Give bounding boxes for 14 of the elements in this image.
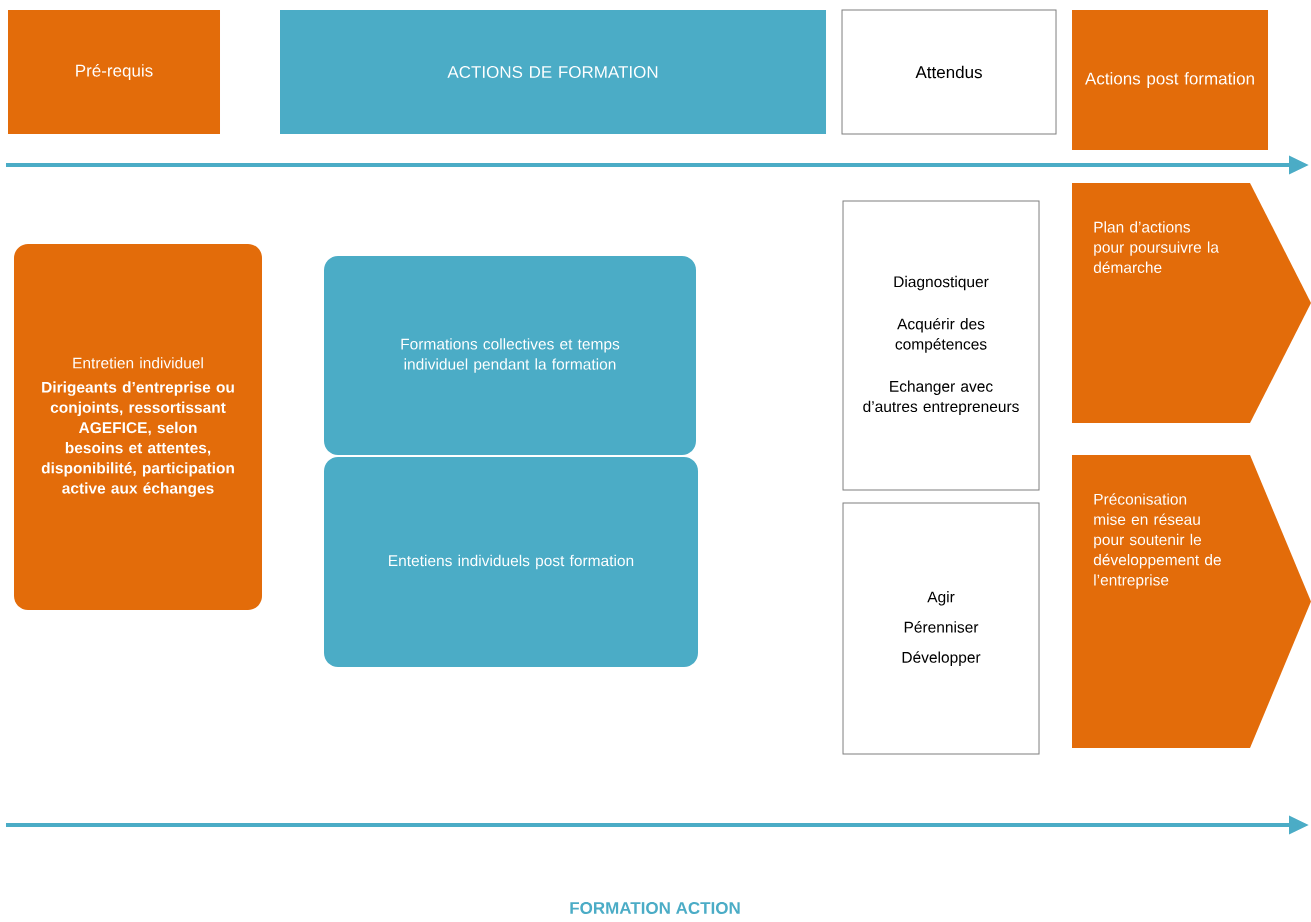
- node-label: Formations collectives et temps individuel pendant la formation: [401, 338, 620, 373]
- header-box: Attendus: [841, 9, 1057, 135]
- header-box: Pré-requis: [8, 10, 220, 134]
- header-box: ACTIONS DE FORMATION: [280, 10, 826, 134]
- chevron-box: Préconisation mise en réseau pour soutenir le développement de l’entreprise: [1072, 455, 1311, 748]
- chevron-box: Plan d’actions pour poursuivre la démarche: [1072, 183, 1311, 423]
- process-box: Entetiens individuels post formation: [324, 457, 698, 667]
- header-box: Actions post formation: [1072, 10, 1268, 150]
- process-box: Entretien individuel Dirigeants d’entreprise ou conjoints, ressortissant AGEFICE, selon besoins et attentes, disponibilité, participation active aux échanges: [14, 244, 262, 610]
- node-label: Entetiens individuels post formation: [389, 554, 634, 570]
- process-box: Formations collectives et temps individuel pendant la formation: [324, 256, 696, 455]
- caption: FORMATION ACTION: [570, 902, 740, 914]
- outcome-box: Agir Pérenniser Développer: [842, 502, 1040, 755]
- outcome-box: Diagnostiquer Acquérir des compétences Echanger avec d’autres entrepreneurs: [842, 200, 1040, 491]
